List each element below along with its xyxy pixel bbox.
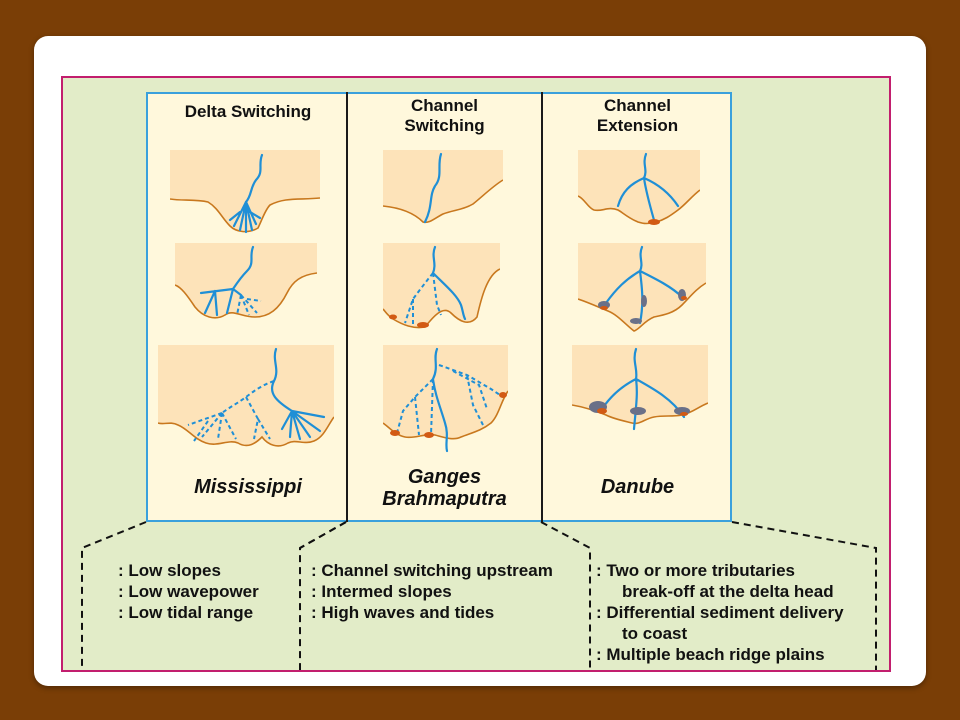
characteristic-item: : Low slopes [118, 561, 221, 580]
column-divider [541, 92, 543, 522]
example-danube: Danube [600, 476, 675, 498]
channel-switching-title: Channel Switching [404, 96, 485, 135]
channel-extension-stage-1 [578, 150, 700, 225]
characteristic-item: : Intermed slopes [311, 582, 452, 601]
characteristic-item: : High waves and tides [311, 603, 495, 622]
channel-switching-stage-1 [383, 150, 503, 224]
channel-extension-stage-3 [572, 345, 708, 431]
delta-switching-stage-3 [158, 345, 334, 447]
example-mississippi: Mississippi [194, 476, 302, 498]
callout-line [81, 521, 147, 670]
delta-switching-stage-1 [170, 150, 320, 234]
characteristic-item: : Low wavepower [118, 582, 259, 601]
channel-switching-stage-3 [383, 345, 508, 453]
channel-switching-characteristics: : Channel switching upstream : Intermed … [311, 560, 553, 623]
channel-extension-title: Channel Extension [596, 96, 679, 135]
characteristic-item: : Channel switching upstream [311, 561, 553, 580]
channel-extension-characteristics: : Two or more tributaries break-off at t… [596, 560, 844, 665]
delta-switching-title: Delta Switching [184, 102, 312, 121]
characteristic-item: : Low tidal range [118, 603, 254, 622]
characteristic-item: : Multiple beach ridge plains [596, 645, 825, 664]
characteristic-item: to coast [622, 624, 688, 643]
column-divider [346, 92, 348, 522]
characteristic-item: : Two or more tributaries [596, 561, 795, 580]
example-ganges-brahmaputra: Ganges Brahmaputra [382, 466, 507, 510]
callout-line [731, 521, 877, 670]
channel-extension-stage-2 [578, 243, 706, 332]
characteristic-item: break-off at the delta head [622, 582, 834, 601]
channel-switching-stage-2 [383, 243, 500, 329]
characteristic-item: : Differential sediment delivery [596, 603, 844, 622]
delta-switching-characteristics: : Low slopes : Low wavepower : Low tidal… [118, 560, 259, 623]
callout-line [540, 521, 591, 670]
delta-switching-stage-2 [175, 243, 317, 319]
